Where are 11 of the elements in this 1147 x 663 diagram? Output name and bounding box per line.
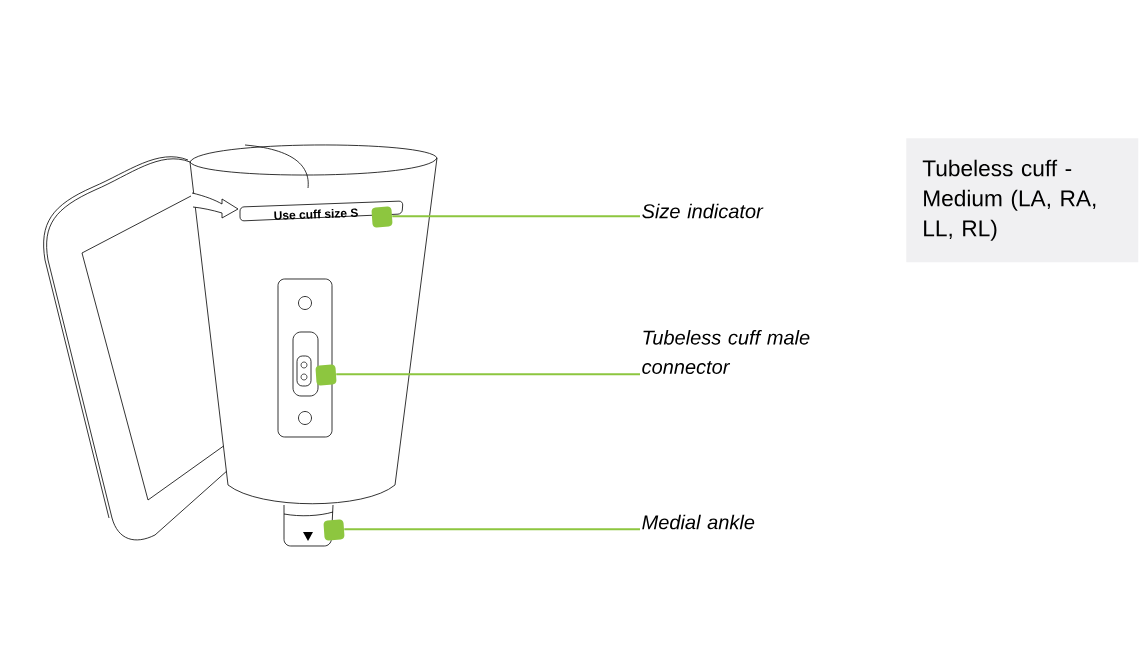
callout-label: Size indicator — [642, 203, 764, 219]
callout-label: Medial ankle — [642, 514, 755, 530]
leader-line — [391, 215, 641, 218]
leader-line — [343, 528, 641, 531]
marker — [371, 206, 393, 228]
marker — [315, 364, 337, 386]
leader-line — [335, 373, 641, 376]
marker — [323, 519, 345, 541]
size-label: Use cuff size S — [274, 208, 358, 220]
title-panel: Tubeless cuff - Medium (LA, RA, LL, RL) — [906, 138, 1139, 263]
callout-label: Tubeless cuff male connector — [642, 330, 810, 374]
